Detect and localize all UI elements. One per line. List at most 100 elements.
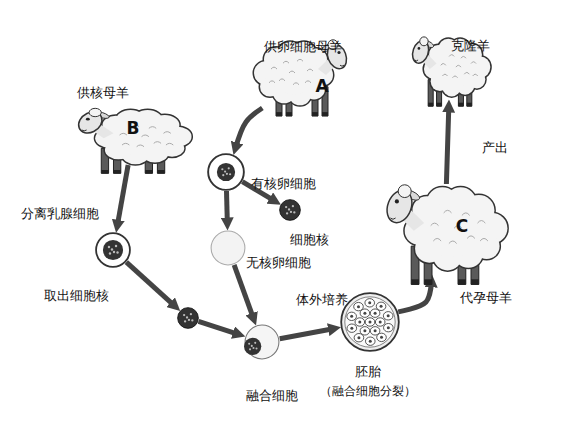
cell-node: 融合细胞 — [244, 324, 280, 360]
sheep-figure — [254, 40, 350, 116]
sheep-outline — [380, 172, 510, 287]
cell-outline — [210, 230, 246, 266]
sheep-wool-curl — [442, 74, 447, 76]
cell-node: 分离乳腺细胞 — [95, 232, 131, 268]
sheep-wool-curl — [149, 127, 156, 129]
sheep-wool-curl — [456, 65, 461, 67]
nucleus-speck — [108, 246, 110, 248]
sheep-wool-curl — [142, 135, 149, 137]
sheep-wool-outline — [427, 200, 484, 256]
nucleus-speck — [285, 206, 287, 208]
sheep-wool-outline — [272, 52, 316, 95]
sheep-eye — [86, 118, 90, 121]
sheep-hoof — [424, 279, 432, 284]
cell-nucleus — [103, 240, 123, 260]
cell-figure — [96, 233, 130, 267]
nucleus-speck — [190, 313, 192, 315]
nucleus-speck — [188, 319, 190, 321]
sheep-wool — [272, 52, 316, 95]
cell-outline — [340, 292, 400, 352]
nucleus-speck — [290, 211, 292, 213]
sheep-wool-curl — [478, 221, 486, 224]
sheep-wool-curl — [166, 143, 173, 145]
cell-figure — [208, 154, 244, 190]
sheep-tuft — [89, 108, 101, 116]
sheep-wool-outline — [116, 118, 170, 155]
sheep-mouth — [82, 130, 87, 132]
sheep-letter: B — [127, 119, 140, 138]
node-label: 克隆羊 — [451, 39, 490, 53]
cell-node: 取出细胞核 — [177, 307, 199, 329]
process-arrow — [398, 281, 431, 312]
cell-nucleus — [280, 200, 301, 221]
embryo-cell-nucleus — [380, 336, 383, 339]
sheep-hoof — [286, 112, 292, 116]
nucleus-speck — [113, 251, 115, 253]
embryo-cell-nucleus — [357, 336, 360, 339]
nucleus-speck — [288, 208, 290, 210]
sheep-node: 代孕母羊C — [380, 172, 510, 287]
embryo-cell-nucleus — [357, 305, 360, 308]
embryo-cell-nucleus — [350, 315, 353, 318]
sheep-hoof — [322, 112, 328, 116]
nucleus-speck — [252, 347, 254, 349]
sheep-wool-curl — [154, 142, 161, 144]
sheep-letter: C — [456, 217, 468, 236]
cell-figure — [178, 308, 199, 329]
embryo-cell — [365, 299, 375, 307]
nucleus-speck — [191, 319, 193, 321]
embryo-cell — [376, 302, 386, 310]
sheep-eye — [395, 199, 399, 203]
sheep-hoof — [411, 279, 419, 284]
process-arrow — [224, 191, 230, 224]
node-label: 分离乳腺细胞 — [21, 207, 99, 221]
cell-outline — [95, 232, 131, 268]
cell-outline — [177, 307, 199, 329]
sheep-hoof — [157, 170, 164, 173]
sheep-wool-curl — [431, 223, 439, 226]
edge-label: 体外培养 — [296, 293, 348, 307]
embryo-inner — [345, 297, 395, 347]
process-arrow — [117, 165, 128, 226]
sheep-figure — [75, 108, 192, 173]
nucleus-speck — [116, 251, 118, 253]
nucleus-speck — [293, 211, 295, 213]
nucleus-speck — [183, 314, 185, 316]
embryo-cell-nucleus — [358, 321, 361, 324]
embryo-cell-nucleus — [350, 327, 353, 330]
embryo-cell — [383, 312, 393, 320]
process-arrow — [198, 321, 239, 334]
embryo-cell — [384, 323, 394, 331]
cell-node: 细胞核 — [279, 199, 301, 221]
sheep-node: 克隆羊 — [408, 28, 492, 108]
nucleus-speck — [115, 245, 117, 247]
nucleus-speck — [255, 347, 257, 349]
nucleus-speck — [186, 316, 188, 318]
process-arrow — [126, 262, 175, 306]
sheep-tuft — [420, 37, 428, 46]
node-label: 融合细胞 — [246, 389, 298, 403]
cell-nucleus — [217, 163, 235, 181]
nucleus-speck — [111, 248, 113, 250]
process-arrow — [446, 106, 448, 184]
sheep-wool-curl — [453, 76, 458, 78]
sheep-letter: A — [315, 77, 328, 96]
nucleus-speck — [248, 343, 250, 345]
sheep-wool-curl — [433, 238, 441, 241]
cell-outline — [244, 324, 280, 360]
cell-figure — [341, 293, 399, 351]
sheep-hoof — [458, 279, 466, 284]
sheep-wool-outline — [438, 48, 475, 87]
sheep-wool-curl — [293, 83, 299, 85]
sheep-wool — [427, 200, 484, 256]
embryo-cell-nucleus — [368, 301, 371, 304]
process-arrow — [234, 265, 254, 320]
nucleus-speck — [226, 173, 228, 175]
sheep-wool-curl — [449, 55, 454, 57]
nucleus-speck — [251, 345, 253, 347]
embryo-cell — [347, 324, 357, 332]
sheep-wool-curl — [444, 210, 452, 213]
process-arrow — [280, 329, 335, 339]
sheep-hoof — [428, 103, 433, 107]
